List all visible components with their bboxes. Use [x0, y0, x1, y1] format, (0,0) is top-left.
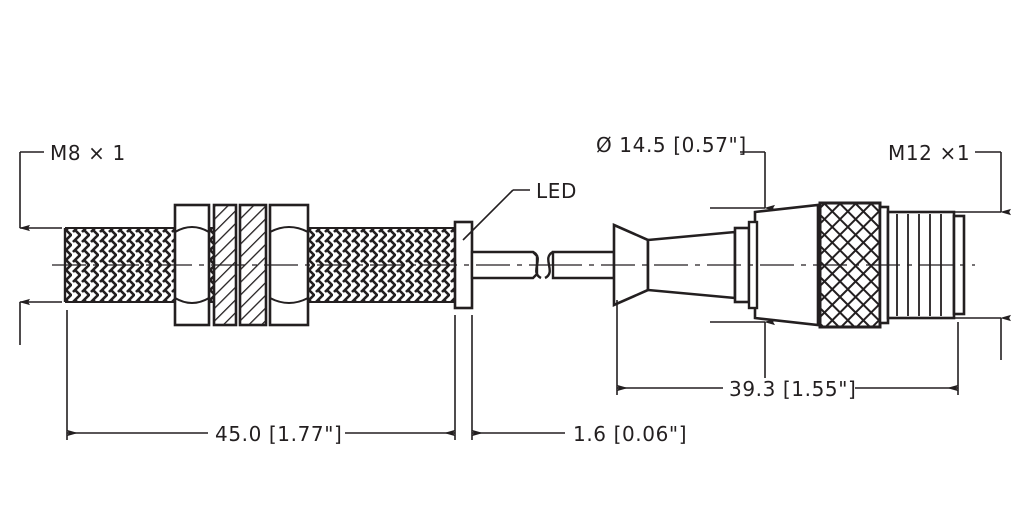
label-connector-diameter: Ø 14.5 [0.57"] — [596, 133, 747, 157]
m8-sensor-body — [52, 203, 548, 327]
label-body-length: 45.0 [1.77"] — [215, 422, 342, 446]
dimension-m8-thread: M8 × 1 — [19, 141, 126, 345]
dimension-body-length: 45.0 [1.77"] — [66, 310, 456, 446]
sensor-end-cap — [453, 220, 474, 310]
dimension-m12-thread: M12 ×1 — [888, 141, 1011, 360]
label-m8-thread: M8 × 1 — [50, 141, 126, 165]
dimension-connector-diameter: Ø 14.5 [0.57"] — [596, 133, 775, 378]
label-connector-length: 39.3 [1.55"] — [729, 377, 856, 401]
dimension-connector-length: 39.3 [1.55"] — [616, 300, 959, 401]
callout-led: LED — [462, 179, 577, 241]
m12-connector-assembly — [548, 201, 975, 329]
label-m12-thread: M12 ×1 — [888, 141, 970, 165]
dimension-cable-stub: 1.6 [0.06"] — [471, 315, 687, 446]
label-led: LED — [536, 179, 577, 203]
m8-thread-right-segment — [283, 227, 455, 303]
label-cable-stub: 1.6 [0.06"] — [573, 422, 687, 446]
